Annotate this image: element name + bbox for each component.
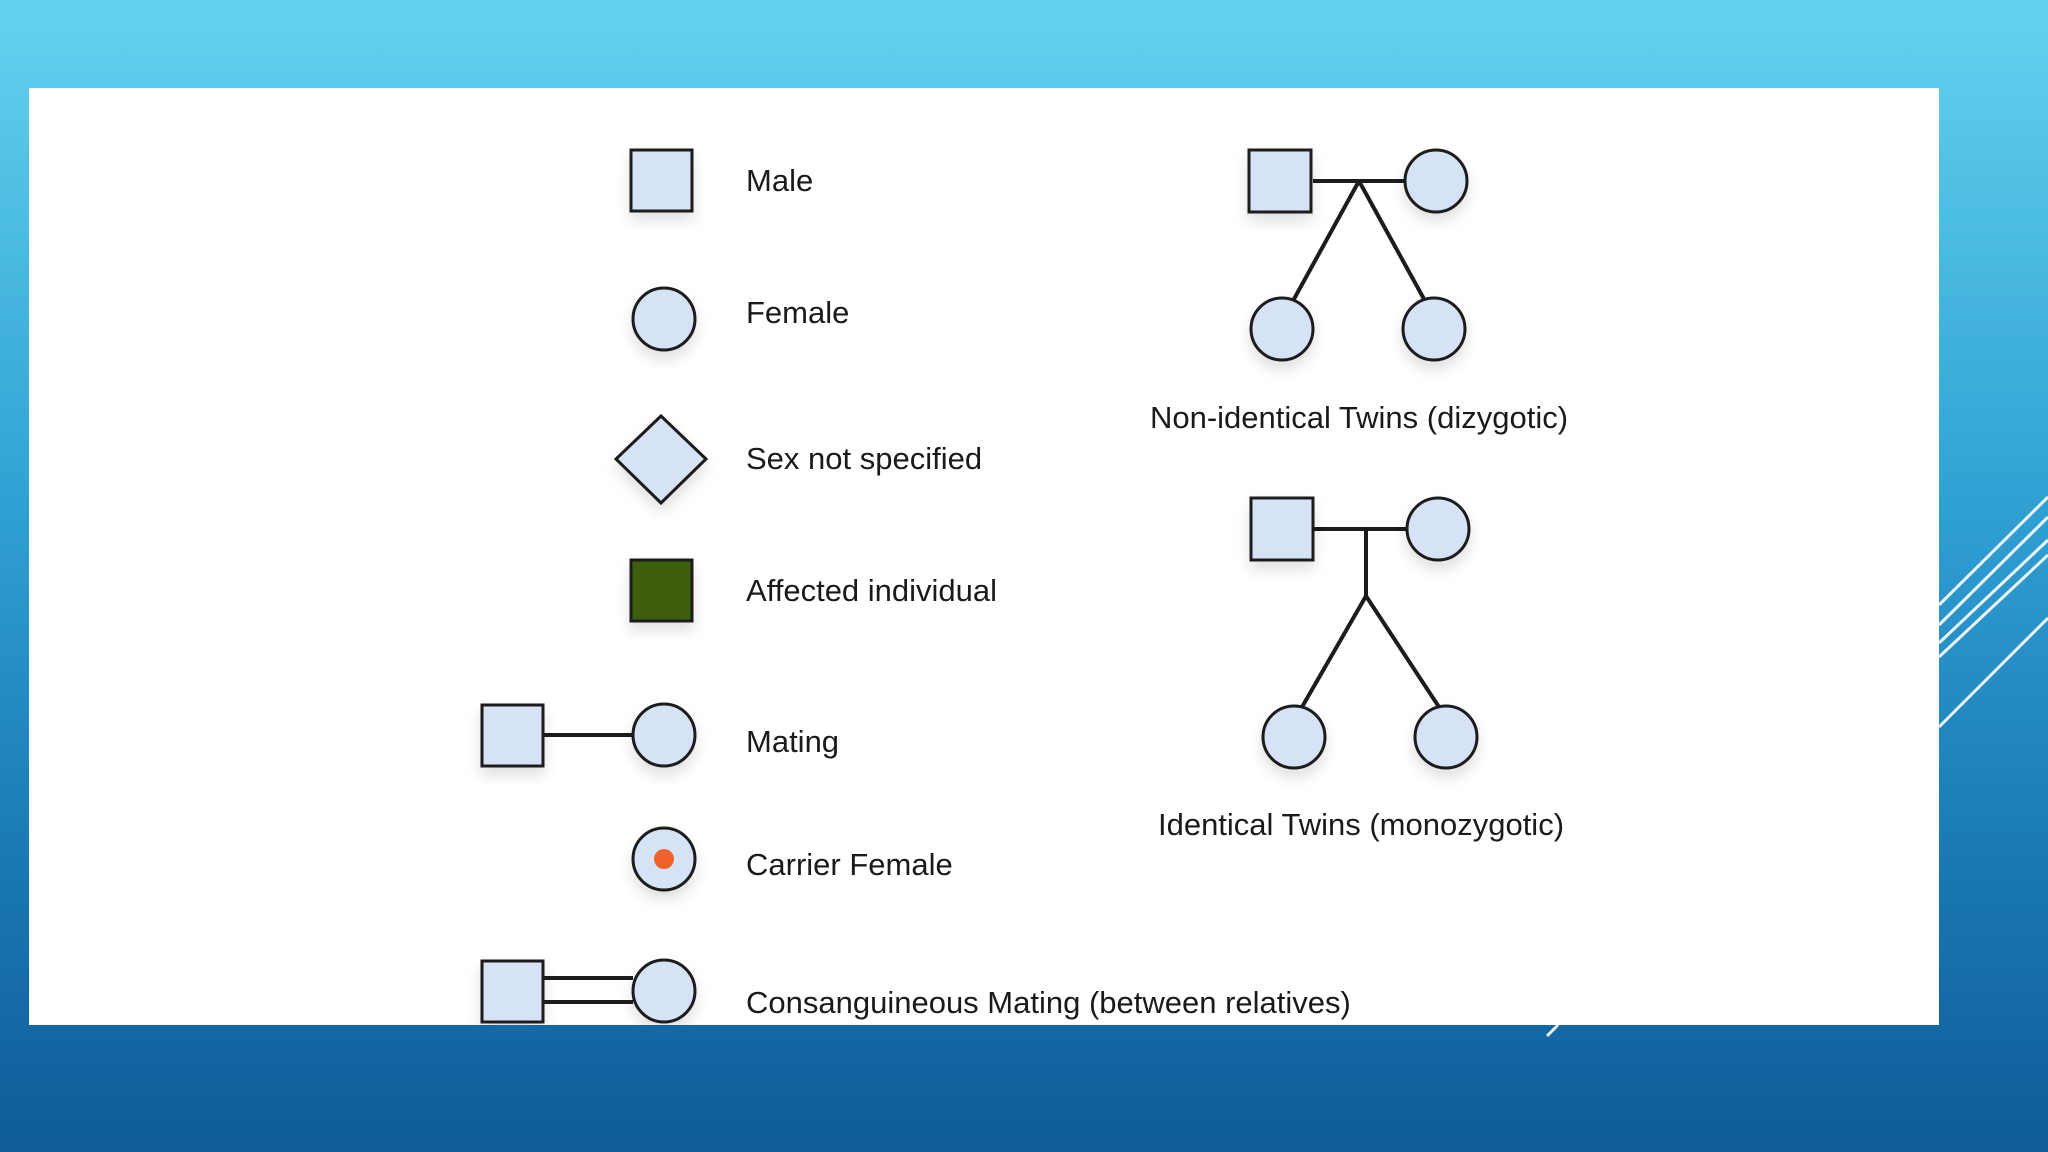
legend-female: Female <box>631 286 849 352</box>
legend-consanguineous-mating: Consanguineous Mating (between relatives… <box>480 958 1351 1024</box>
legend-label-consanguineous-mating: Consanguineous Mating (between relatives… <box>746 985 1351 1020</box>
legend-male: Male <box>629 148 813 213</box>
diamond-unknown-icon <box>613 413 709 506</box>
male-square-icon <box>1249 496 1315 562</box>
monozygotic-twins-label: Identical Twins (monozygotic) <box>1158 807 1564 842</box>
legend-label-affected: Affected individual <box>746 573 997 608</box>
female-circle-icon <box>1403 148 1469 214</box>
monozygotic-right-branch <box>1364 594 1441 709</box>
dizygotic-twins-diagram: Non-identical Twins (dizygotic) <box>1150 148 1568 435</box>
twin-circle-icon <box>1249 296 1315 362</box>
slide-card: Male Female Sex not specified Affected i… <box>29 88 1939 1025</box>
legend-label-carrier-female: Carrier Female <box>746 847 953 882</box>
pedigree-diagram: Male Female Sex not specified Affected i… <box>480 148 1568 1024</box>
dizygotic-twins-label: Non-identical Twins (dizygotic) <box>1150 400 1568 435</box>
monozygotic-twins-diagram: Identical Twins (monozygotic) <box>1158 496 1564 842</box>
carrier-dot-icon <box>654 849 674 869</box>
legend-label-female: Female <box>746 295 849 330</box>
legend-carrier-female: Carrier Female <box>631 826 953 892</box>
dizygotic-right-branch <box>1357 180 1426 300</box>
female-circle-icon <box>631 958 697 1024</box>
legend-sex-not-specified: Sex not specified <box>613 413 982 506</box>
male-square-icon <box>480 959 545 1024</box>
twin-circle-icon <box>1261 704 1327 770</box>
affected-square-icon <box>629 558 694 623</box>
dizygotic-left-branch <box>1292 180 1361 300</box>
twin-circle-icon <box>1413 704 1479 770</box>
female-circle-icon <box>631 286 697 352</box>
legend-label-sex-not-specified: Sex not specified <box>746 441 982 476</box>
legend-label-male: Male <box>746 163 813 198</box>
male-square-icon <box>1247 148 1313 214</box>
twin-circle-icon <box>1401 296 1467 362</box>
female-circle-icon <box>631 702 697 768</box>
monozygotic-left-branch <box>1300 595 1368 708</box>
female-circle-icon <box>1405 496 1471 562</box>
male-square-icon <box>629 148 694 213</box>
legend-label-mating: Mating <box>746 724 839 759</box>
male-square-icon <box>480 703 545 768</box>
legend-mating: Mating <box>480 702 839 768</box>
legend-affected: Affected individual <box>629 558 997 623</box>
